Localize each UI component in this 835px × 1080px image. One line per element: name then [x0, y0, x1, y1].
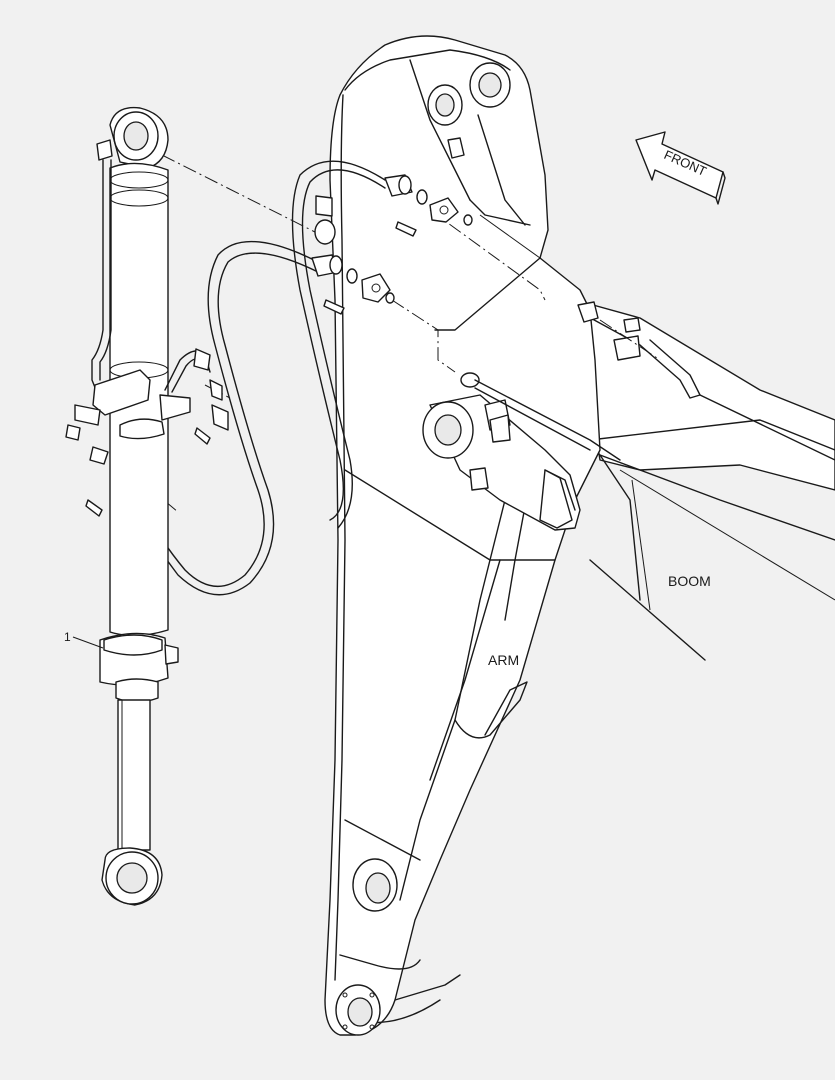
arm-cylinder: 1	[64, 106, 229, 906]
boom-structure: BOOM	[574, 299, 835, 661]
front-direction-arrow: FRONT	[635, 131, 726, 205]
callout-1: 1	[64, 630, 71, 644]
hydraulic-hoses	[137, 160, 386, 596]
boom-hydraulic-pipes	[577, 301, 835, 461]
arm-structure: ARM	[314, 35, 601, 1036]
arm-label: ARM	[488, 652, 519, 668]
linkage-assembly	[422, 372, 621, 531]
boom-label: BOOM	[668, 573, 711, 589]
